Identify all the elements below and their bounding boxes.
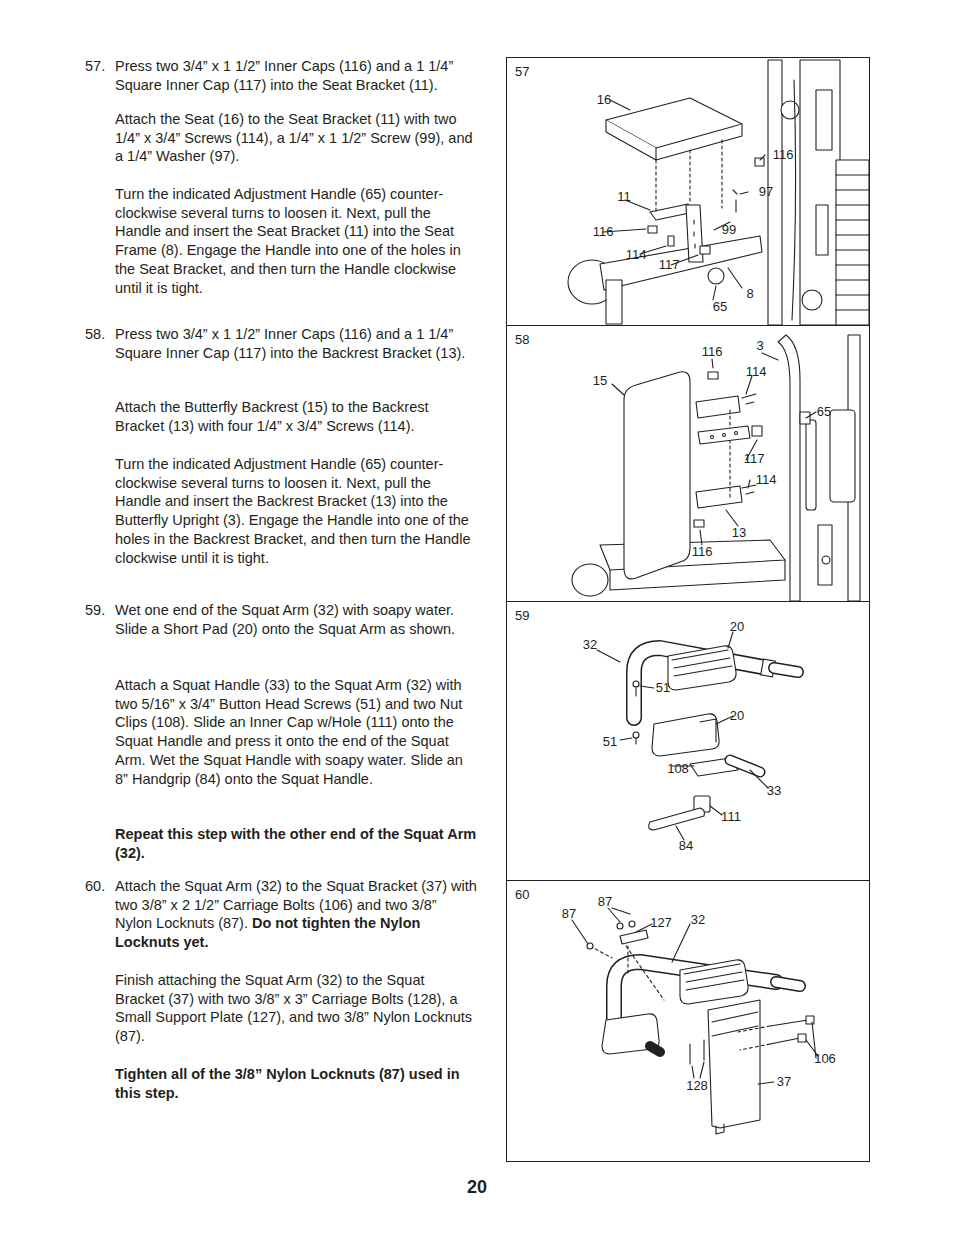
step-number: 57. xyxy=(85,57,105,76)
step-number: 60 xyxy=(515,887,529,902)
warning-text: Tighten all of the 3/8” Nylon Locknuts (… xyxy=(115,1065,477,1102)
step-number: 58 xyxy=(515,332,529,347)
instruction-text: Press two 3/4” x 1 1/2” Inner Caps (116)… xyxy=(115,325,477,362)
callout-number: 116 xyxy=(692,545,713,559)
callout-number: 32 xyxy=(583,638,597,652)
callout-number: 127 xyxy=(650,916,672,930)
callout-number: 13 xyxy=(732,526,746,540)
callout-number: 116 xyxy=(773,148,794,162)
callout-number: 51 xyxy=(603,735,617,749)
callout-number: 108 xyxy=(667,762,689,776)
instruction-text: Attach the Squat Arm (32) to the Squat B… xyxy=(115,877,477,952)
callout-number: 15 xyxy=(593,374,607,388)
callout-number: 65 xyxy=(817,405,831,419)
callout-number: 116 xyxy=(593,225,614,239)
step-number: 58. xyxy=(85,325,105,344)
instruction-text: Attach the Butterfly Backrest (15) to th… xyxy=(115,398,477,435)
callout-number: 65 xyxy=(713,300,727,314)
callout-number: 32 xyxy=(691,913,705,927)
instruction-text: Turn the indicated Adjustment Handle (65… xyxy=(115,185,477,297)
warning-text: Repeat this step with the other end of t… xyxy=(115,825,477,862)
callout-number: 117 xyxy=(659,258,680,272)
callout-number: 51 xyxy=(656,681,670,695)
callout-number: 87 xyxy=(562,907,576,921)
callout-number: 8 xyxy=(746,287,753,301)
callout-number: 11 xyxy=(617,190,631,204)
callout-number: 97 xyxy=(759,185,773,199)
callout-number: 37 xyxy=(777,1075,791,1089)
callout-number: 117 xyxy=(744,452,765,466)
step-number: 57 xyxy=(515,64,529,79)
callout-number: 33 xyxy=(767,784,781,798)
instruction-text: Wet one end of the Squat Arm (32) with s… xyxy=(115,601,477,638)
instruction-text: Press two 3/4” x 1 1/2” Inner Caps (116)… xyxy=(115,57,477,94)
warning-text: Do not tighten the Nylon Locknuts yet. xyxy=(115,915,420,950)
callout-number: 116 xyxy=(702,345,723,359)
callout-number: 111 xyxy=(721,810,741,824)
callout-number: 16 xyxy=(597,93,611,107)
step-panel: 60 xyxy=(506,880,870,1162)
step-number: 60. xyxy=(85,877,105,896)
step-panel: 57 xyxy=(506,57,870,326)
callout-number: 114 xyxy=(746,365,767,379)
callout-number: 84 xyxy=(679,839,693,853)
callout-number: 114 xyxy=(626,248,647,262)
callout-number: 3 xyxy=(756,339,763,353)
callout-number: 114 xyxy=(756,473,777,487)
step-panel: 58 xyxy=(506,325,870,602)
callout-number: 128 xyxy=(686,1079,708,1093)
step-number: 59. xyxy=(85,601,105,620)
callout-number: 87 xyxy=(598,895,612,909)
callout-number: 20 xyxy=(730,620,744,634)
callout-number: 20 xyxy=(730,709,744,723)
instruction-text: Turn the indicated Adjustment Handle (65… xyxy=(115,455,477,567)
instruction-text: Attach a Squat Handle (33) to the Squat … xyxy=(115,676,477,788)
step-number: 59 xyxy=(515,608,529,623)
callout-number: 106 xyxy=(814,1052,836,1066)
instruction-text: Finish attaching the Squat Arm (32) to t… xyxy=(115,971,477,1046)
callout-number: 99 xyxy=(722,223,736,237)
page-number: 20 xyxy=(467,1177,487,1197)
instruction-text: Attach the Seat (16) to the Seat Bracket… xyxy=(115,110,477,166)
